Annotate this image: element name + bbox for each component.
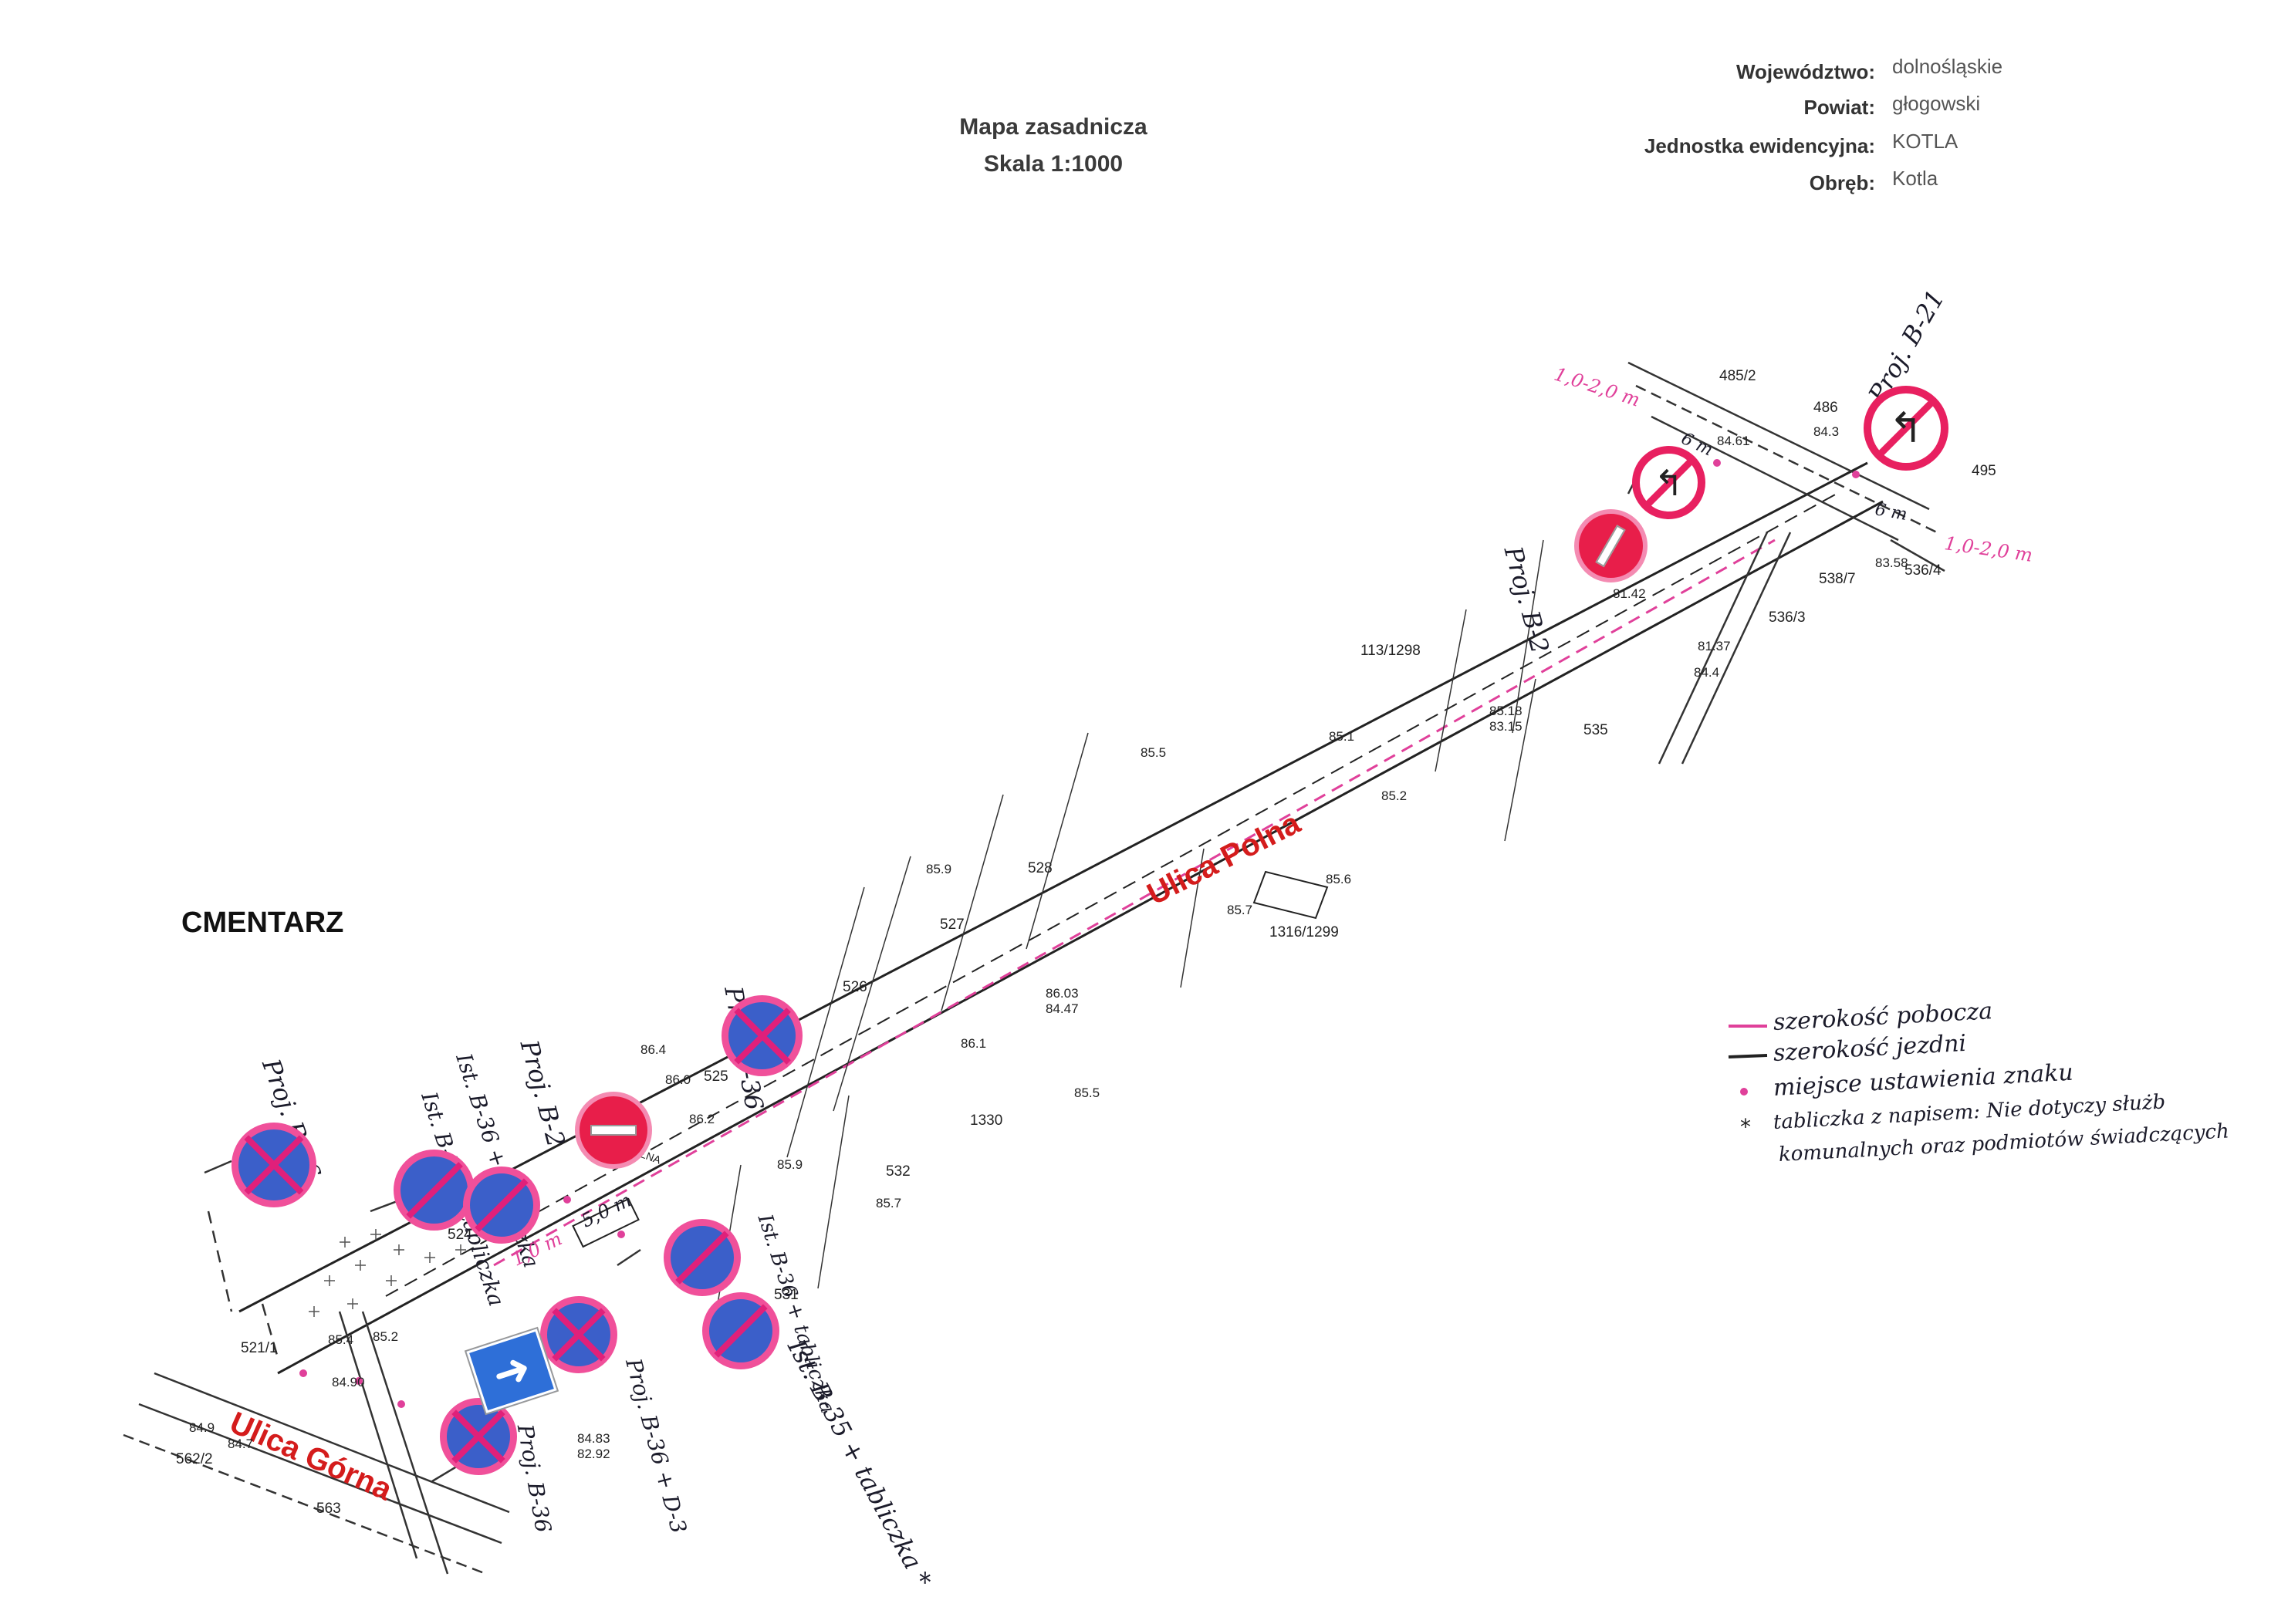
elevation-label: 83.58: [1875, 555, 1908, 570]
elevation-label: 85.18: [1489, 704, 1523, 718]
elevation-label: 84.83: [577, 1431, 610, 1446]
elevation-label: 85.5: [1141, 745, 1167, 760]
parcel-number: 532: [886, 1163, 911, 1180]
elevation-label: 85.7: [876, 1196, 902, 1210]
elevation-label: 86.1: [961, 1036, 987, 1051]
meta-value-precinct: Kotla: [1892, 167, 1938, 190]
no-entry-sign-icon: [575, 1092, 652, 1169]
cemetery-label: CMENTARZ: [181, 907, 344, 939]
elevation-label: 85.9: [926, 862, 952, 876]
parcel-number: 536/3: [1769, 609, 1806, 626]
parcel-number: 538/7: [1819, 571, 1856, 587]
elevation-label: 86.03: [1046, 986, 1079, 1001]
parcel-number: 535: [1583, 722, 1608, 738]
elevation-label: 85.7: [1227, 903, 1253, 917]
elevation-label: 85.5: [1074, 1085, 1100, 1100]
no-left-turn-sign-icon: ↰: [1632, 446, 1705, 519]
elevation-label: 83.15: [1489, 719, 1523, 734]
no-parking-sign-icon: [702, 1292, 779, 1369]
elevation-label: 85.2: [1381, 788, 1408, 803]
parcel-number: 531: [774, 1287, 799, 1303]
elevation-label: 84.90: [332, 1375, 365, 1389]
elevation-label: 85.9: [777, 1157, 803, 1172]
parcel-number: 526: [843, 979, 867, 995]
meta-value-county: głogowski: [1892, 92, 1981, 115]
no-stopping-sign-icon: [440, 1398, 517, 1475]
parcel-number: 562/2: [176, 1451, 213, 1467]
parcel-number: 528: [1028, 860, 1053, 876]
meta-label-county: Powiat:: [1803, 96, 1875, 119]
no-entry-sign-icon: [1574, 509, 1648, 582]
elevation-label: 85.2: [373, 1329, 399, 1344]
elevation-label: 85.6: [1326, 872, 1352, 886]
svg-text:*: *: [1740, 1114, 1751, 1140]
elevation-label: 84.7: [228, 1437, 254, 1451]
no-parking-sign-icon: [664, 1219, 741, 1296]
parcel-number: 563: [316, 1501, 341, 1517]
parcel-number: 521/1: [241, 1340, 278, 1356]
elevation-label: 84.61: [1717, 434, 1750, 448]
parcel-number: 536/4: [1904, 562, 1942, 579]
meta-value-voivodeship: dolnośląskie: [1892, 55, 2003, 78]
map-title: Mapa zasadnicza: [959, 114, 1147, 140]
elevation-label: 84.4: [1694, 665, 1720, 680]
elevation-label: 86.4: [640, 1042, 667, 1057]
no-stopping-sign-icon: [722, 995, 803, 1076]
elevation-label: 82.92: [577, 1447, 610, 1461]
meta-value-unit: KOTLA: [1892, 130, 1958, 153]
elevation-label: 84.9: [189, 1420, 215, 1435]
meta-label-unit: Jednostka ewidencyjna:: [1644, 134, 1875, 157]
parcel-number: 527: [940, 917, 965, 933]
no-parking-sign-icon: [463, 1167, 540, 1244]
elevation-label: 86.2: [689, 1112, 715, 1126]
parcel-number: 485/2: [1719, 368, 1756, 384]
parcel-number: 113/1298: [1360, 643, 1421, 659]
elevation-label: 85.4: [328, 1332, 354, 1347]
parcel-number: 486: [1813, 400, 1838, 416]
elevation-label: 85.1: [1329, 729, 1355, 744]
parcel-number: 524: [448, 1227, 472, 1243]
no-stopping-sign-icon: [540, 1296, 617, 1373]
elevation-label: 81.37: [1698, 639, 1731, 653]
no-stopping-sign-icon: [394, 1150, 475, 1231]
elevation-label: 84.47: [1046, 1001, 1079, 1016]
elevation-label: 81.42: [1613, 586, 1646, 601]
elevation-label: 86.0: [665, 1072, 691, 1087]
no-left-turn-sign-icon: ↰: [1864, 386, 1948, 471]
parcel-number: 1330: [970, 1112, 1003, 1129]
meta-label-voivodeship: Województwo:: [1735, 60, 1875, 83]
parcel-number: 1316/1299: [1269, 924, 1339, 940]
elevation-label: 84.3: [1813, 424, 1840, 439]
meta-label-precinct: Obręb:: [1809, 171, 1875, 194]
map-scale: Skala 1:1000: [983, 151, 1124, 177]
parcel-number: 525: [704, 1069, 728, 1085]
no-stopping-sign-icon: [232, 1123, 316, 1207]
parcel-number: 495: [1972, 463, 1996, 479]
